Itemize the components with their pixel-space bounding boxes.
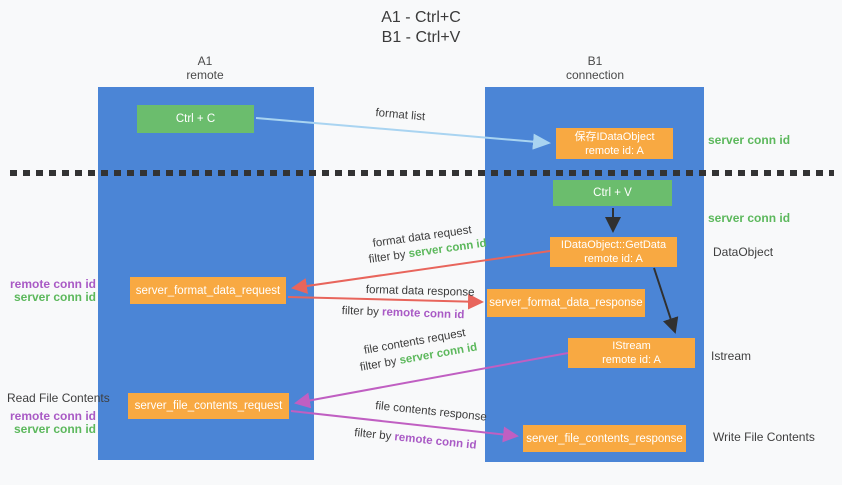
node-getdata-line1: IDataObject::GetData [560,239,667,251]
node-getdata-line2: remote id: A [584,253,643,265]
node-ctrl-v-label: Ctrl + V [593,187,632,199]
label-remote-conn-id-bottom: remote conn id [9,409,96,423]
label-server-conn-id-left-mid: server conn id [13,290,96,304]
label-istream: Istream [711,349,752,363]
filter-by-text: filter by [341,305,383,319]
arrow-getdata-to-istream [653,267,679,334]
arrow-file-contents-response [290,410,519,443]
node-server-format-data-request-label: server_format_data_request [135,284,281,297]
label-read-file-contents: Read File Contents [7,391,110,405]
label-stack-left-bottom: remote conn id server conn id [8,410,96,436]
lane-b1-name: B1 [587,54,603,68]
arrow-format-list [255,117,551,150]
node-server-file-contents-response: server_file_contents_response [523,425,686,452]
lane-header-a1: A1 remote [145,54,265,82]
node-istream-line1: IStream [612,340,651,352]
lane-b1-subtitle: connection [565,68,625,82]
node-ctrl-v: Ctrl + V [553,180,672,206]
node-save-dataobject: 保存IDataObject remote id: A [556,128,673,159]
node-server-format-data-response: server_format_data_response [487,289,645,317]
node-ctrl-c: Ctrl + C [137,105,254,133]
label-dataobject: DataObject [713,245,774,259]
section-divider-dotted-line [10,170,834,176]
label-server-conn-id-mid: server conn id [708,211,791,225]
title-line-2: B1 - Ctrl+V [381,29,461,46]
title-line-1: A1 - Ctrl+C [381,9,461,26]
lane-header-b1: B1 connection [535,54,655,82]
label-remote-conn-id-mid: remote conn id [9,277,96,291]
label-server-conn-id-top: server conn id [708,133,791,147]
lane-a1-subtitle: remote [186,68,224,82]
node-save-dataobject-line1: 保存IDataObject [574,130,655,143]
label-server-conn-id-left-bottom: server conn id [13,422,96,436]
node-server-file-contents-request-label: server_file_contents_request [134,400,283,412]
label-stack-left-mid: remote conn id server conn id [8,278,96,304]
node-ctrl-c-label: Ctrl + C [175,113,216,125]
node-save-dataobject-line2: remote id: A [585,144,644,157]
arrow-format-data-response [287,293,484,310]
node-server-format-data-response-label: server_format_data_response [489,297,643,309]
node-server-file-contents-request: server_file_contents_request [128,393,289,419]
node-istream: IStream remote id: A [568,338,695,368]
node-istream-line2: remote id: A [602,354,661,366]
label-write-file-contents: Write File Contents [713,430,815,444]
node-server-file-contents-response-label: server_file_contents_response [526,432,683,445]
arrow-format-data-request [291,250,551,294]
node-getdata: IDataObject::GetData remote id: A [550,237,677,267]
node-server-format-data-request: server_format_data_request [130,277,286,304]
diagram-title: A1 - Ctrl+C B1 - Ctrl+V [0,8,842,48]
arrow-file-contents-request [294,352,569,409]
lane-a1-name: A1 [197,54,213,68]
